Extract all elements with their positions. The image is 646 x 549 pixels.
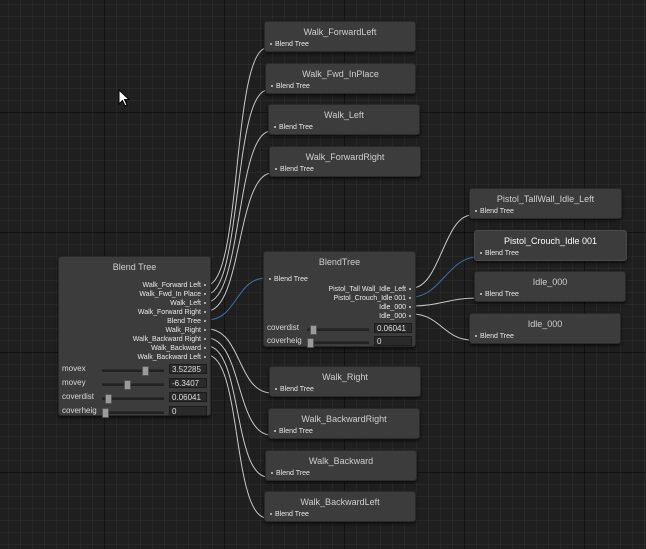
child-param-coverheight-field[interactable]: 0	[374, 336, 412, 346]
param-coverdist-field[interactable]: 0.06041	[169, 392, 207, 402]
root-output-slot[interactable]: Blend Tree	[133, 317, 206, 326]
connection-wire	[206, 172, 273, 312]
child-blend-tree-node[interactable]: BlendTree Blend Tree Pistol_Tall Wall_Id…	[263, 251, 416, 348]
clip-node-walk-left[interactable]: Walk_Left Blend Tree	[268, 104, 420, 135]
clip-node-input-label[interactable]: Blend Tree	[271, 83, 310, 90]
clip-node-title: Pistol_Crouch_Idle 001	[503, 236, 598, 246]
connection-wire	[206, 277, 267, 321]
clip-node-title: Pistol_TallWall_Idle_Left	[496, 194, 595, 204]
root-output-slot[interactable]: Walk_Right	[133, 326, 206, 335]
param-coverheight-slider[interactable]	[102, 408, 164, 418]
clip-node-title: Walk_Backward	[308, 456, 374, 466]
connection-wire	[411, 313, 473, 341]
clip-node-title: Walk_Left	[324, 110, 364, 120]
root-output-slot[interactable]: Walk_Fwd_In Place	[133, 290, 206, 299]
clip-node-title: Walk_BackwardLeft	[300, 497, 380, 507]
child-param-coverdist-label: coverdist	[267, 323, 300, 332]
connection-wire	[206, 345, 269, 478]
child-node-outputs: Pistol_Tall Wall_Idle_Left Pistol_Crouch…	[328, 285, 411, 321]
clip-node-input-label[interactable]: Blend Tree	[271, 470, 310, 477]
clip-node-walk-fwd-in-place[interactable]: Walk_Fwd_InPlace Blend Tree	[265, 63, 416, 94]
clip-node-title: Walk_BackwardRight	[301, 414, 387, 424]
connection-wire	[206, 47, 268, 286]
clip-node-input-label[interactable]: Blend Tree	[480, 291, 519, 298]
clip-node-input-label[interactable]: Blend Tree	[274, 428, 313, 435]
child-output-slot[interactable]: Pistol_Tall Wall_Idle_Left	[328, 285, 411, 294]
connection-wire	[206, 89, 269, 295]
root-output-slot[interactable]: Walk_Forward Left	[133, 281, 206, 290]
clip-node-title: Walk_Fwd_InPlace	[302, 69, 379, 79]
clip-node-walk-forward-right[interactable]: Walk_ForwardRight Blend Tree	[269, 146, 421, 177]
clip-node-input-label[interactable]: Blend Tree	[475, 333, 514, 340]
child-output-slot[interactable]: Idle_000	[328, 303, 411, 312]
param-coverdist-label: coverdist	[62, 392, 95, 401]
slider-thumb[interactable]	[310, 325, 317, 335]
param-movey-label: movey	[62, 378, 86, 387]
clip-node-walk-backward-right[interactable]: Walk_BackwardRight Blend Tree	[268, 408, 420, 439]
clip-node-walk-backward-left[interactable]: Walk_BackwardLeft Blend Tree	[264, 491, 416, 522]
clip-node-input-label[interactable]: Blend Tree	[270, 41, 309, 48]
child-param-coverdist-field[interactable]: 0.06041	[374, 323, 412, 333]
clip-node-walk-forward-left[interactable]: Walk_ForwardLeft Blend Tree	[264, 21, 416, 52]
child-output-slot[interactable]: Pistol_Crouch_Idle 001	[328, 294, 411, 303]
mouse-cursor-icon	[118, 89, 131, 107]
root-output-slot[interactable]: Walk_Backward Left	[133, 353, 206, 362]
connection-wire	[206, 130, 272, 303]
child-param-coverheight-slider[interactable]	[307, 338, 369, 348]
clip-node-idle-000-b[interactable]: Idle_000 Blend Tree	[469, 313, 621, 344]
clip-node-input-label[interactable]: Blend Tree	[275, 166, 314, 173]
connection-wire	[206, 354, 268, 519]
clip-node-pistol-crouch-idle-001[interactable]: Pistol_Crouch_Idle 001 Blend Tree	[474, 230, 627, 261]
param-coverdist-slider[interactable]	[102, 394, 164, 404]
param-movex-slider[interactable]	[102, 366, 164, 376]
child-param-coverdist-slider[interactable]	[307, 325, 369, 335]
clip-node-input-label[interactable]: Blend Tree	[480, 250, 519, 257]
root-output-slot[interactable]: Walk_Left	[133, 299, 206, 308]
connection-wire	[206, 328, 273, 394]
param-movey-slider[interactable]	[102, 380, 164, 390]
connection-wire	[411, 214, 473, 289]
slider-thumb[interactable]	[102, 408, 109, 418]
clip-node-pistol-tallwall-idle-left[interactable]: Pistol_TallWall_Idle_Left Blend Tree	[469, 188, 622, 219]
clip-node-walk-backward[interactable]: Walk_Backward Blend Tree	[265, 450, 417, 481]
clip-node-title: Idle_000	[532, 277, 568, 287]
clip-node-input-label[interactable]: Blend Tree	[274, 124, 313, 131]
connection-wire	[206, 337, 272, 436]
param-movex-label: movex	[62, 364, 86, 373]
slider-thumb[interactable]	[105, 394, 112, 404]
param-coverheight-field[interactable]: 0	[169, 406, 207, 416]
clip-node-title: Walk_ForwardLeft	[303, 27, 377, 37]
root-output-slot[interactable]: Walk_Backward Right	[133, 335, 206, 344]
clip-node-title: Idle_000	[527, 319, 563, 329]
slider-thumb[interactable]	[307, 338, 314, 348]
param-coverheight-label: coverheig	[62, 406, 97, 415]
root-blend-tree-node[interactable]: Blend Tree Walk_Forward Left Walk_Fwd_In…	[58, 256, 211, 418]
clip-node-idle-000-a[interactable]: Idle_000 Blend Tree	[474, 271, 626, 302]
child-param-coverheight-label: coverheig	[267, 336, 302, 345]
root-node-outputs: Walk_Forward Left Walk_Fwd_In Place Walk…	[133, 281, 206, 362]
param-movex-field[interactable]: 3.52285	[169, 364, 207, 374]
clip-node-input-label[interactable]: Blend Tree	[275, 386, 314, 393]
clip-node-input-label[interactable]: Blend Tree	[475, 208, 514, 215]
clip-node-walk-right[interactable]: Walk_Right Blend Tree	[269, 366, 421, 397]
child-node-input-label[interactable]: Blend Tree	[269, 276, 308, 283]
child-node-title: BlendTree	[318, 257, 361, 267]
slider-thumb[interactable]	[142, 366, 149, 376]
connection-wire	[411, 297, 478, 307]
slider-thumb[interactable]	[124, 380, 131, 390]
clip-node-title: Walk_Right	[322, 372, 368, 382]
connection-wire	[411, 256, 478, 298]
clip-node-input-label[interactable]: Blend Tree	[270, 511, 309, 518]
root-output-slot[interactable]: Walk_Backward	[133, 344, 206, 353]
clip-node-title: Walk_ForwardRight	[305, 152, 385, 162]
root-output-slot[interactable]: Walk_Forward Right	[133, 308, 206, 317]
child-output-slot[interactable]: Idle_000	[328, 312, 411, 321]
root-node-title: Blend Tree	[112, 262, 157, 272]
param-movey-field[interactable]: -6.3407	[169, 378, 207, 388]
